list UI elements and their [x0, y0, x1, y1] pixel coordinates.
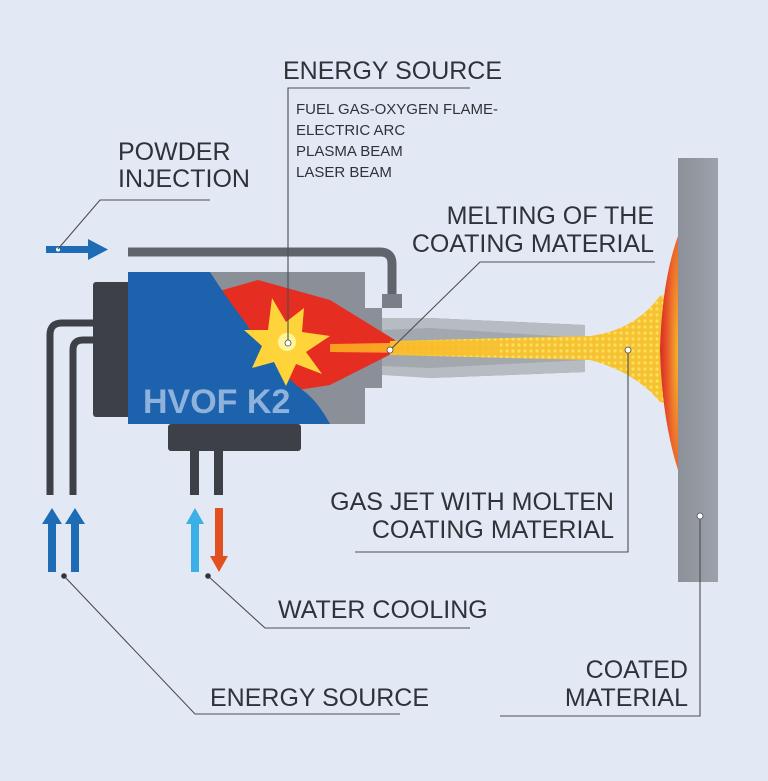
- water-block: [168, 424, 301, 451]
- melting-label-2: COATING MATERIAL: [412, 230, 654, 258]
- energy-option-2: ELECTRIC ARC: [296, 122, 405, 139]
- energy-arrows: [42, 508, 85, 572]
- energy-source-bottom-label: ENERGY SOURCE: [210, 684, 429, 712]
- arrow-up-icon: [42, 508, 62, 572]
- arrow-up-icon: [65, 508, 85, 572]
- water-cooling-label: WATER COOLING: [278, 596, 488, 624]
- powder-injection-label-2: INJECTION: [118, 165, 250, 193]
- gas-jet-label-1: GAS JET WITH MOLTEN: [330, 488, 614, 516]
- melting-label-1: MELTING OF THE: [447, 202, 654, 230]
- leader-melting: [389, 261, 655, 351]
- leader-dots: [61, 339, 704, 579]
- arrow-up-icon: [186, 508, 204, 572]
- gun-name: HVOF K2: [143, 383, 290, 421]
- gun-blue-body: [128, 272, 330, 424]
- coated-material-label-1: COATED: [586, 656, 688, 684]
- heated-coating-zone: [660, 236, 678, 470]
- leader-water: [207, 575, 470, 629]
- leader-lines: [57, 87, 701, 717]
- gas-jet-label-2: COATING MATERIAL: [372, 516, 614, 544]
- leader-energy-bottom: [63, 575, 400, 715]
- energy-option-1: FUEL GAS-OXYGEN FLAME-: [296, 101, 498, 118]
- leader-coated: [500, 516, 701, 717]
- leader-powder: [57, 199, 210, 250]
- jet-core: [330, 341, 500, 354]
- energy-pipes: [46, 319, 95, 495]
- energy-option-3: PLASMA BEAM: [296, 143, 403, 160]
- leader-gas-jet: [355, 350, 629, 553]
- leader-energy-top: [287, 87, 470, 343]
- water-pipes: [190, 451, 223, 495]
- powder-injection-label-1: POWDER: [118, 138, 231, 166]
- gas-jet: [390, 294, 670, 404]
- powder-pipe-connector: [382, 294, 402, 308]
- gun-back-cap: [93, 282, 133, 417]
- coated-material-label-2: MATERIAL: [565, 684, 688, 712]
- energy-option-4: LASER BEAM: [296, 164, 392, 181]
- energy-source-top-label: ENERGY SOURCE: [283, 57, 502, 85]
- arrow-right-icon: [46, 239, 108, 260]
- powder-pipe: [128, 247, 397, 300]
- coated-plate: [678, 158, 718, 582]
- arrow-down-icon: [210, 508, 228, 572]
